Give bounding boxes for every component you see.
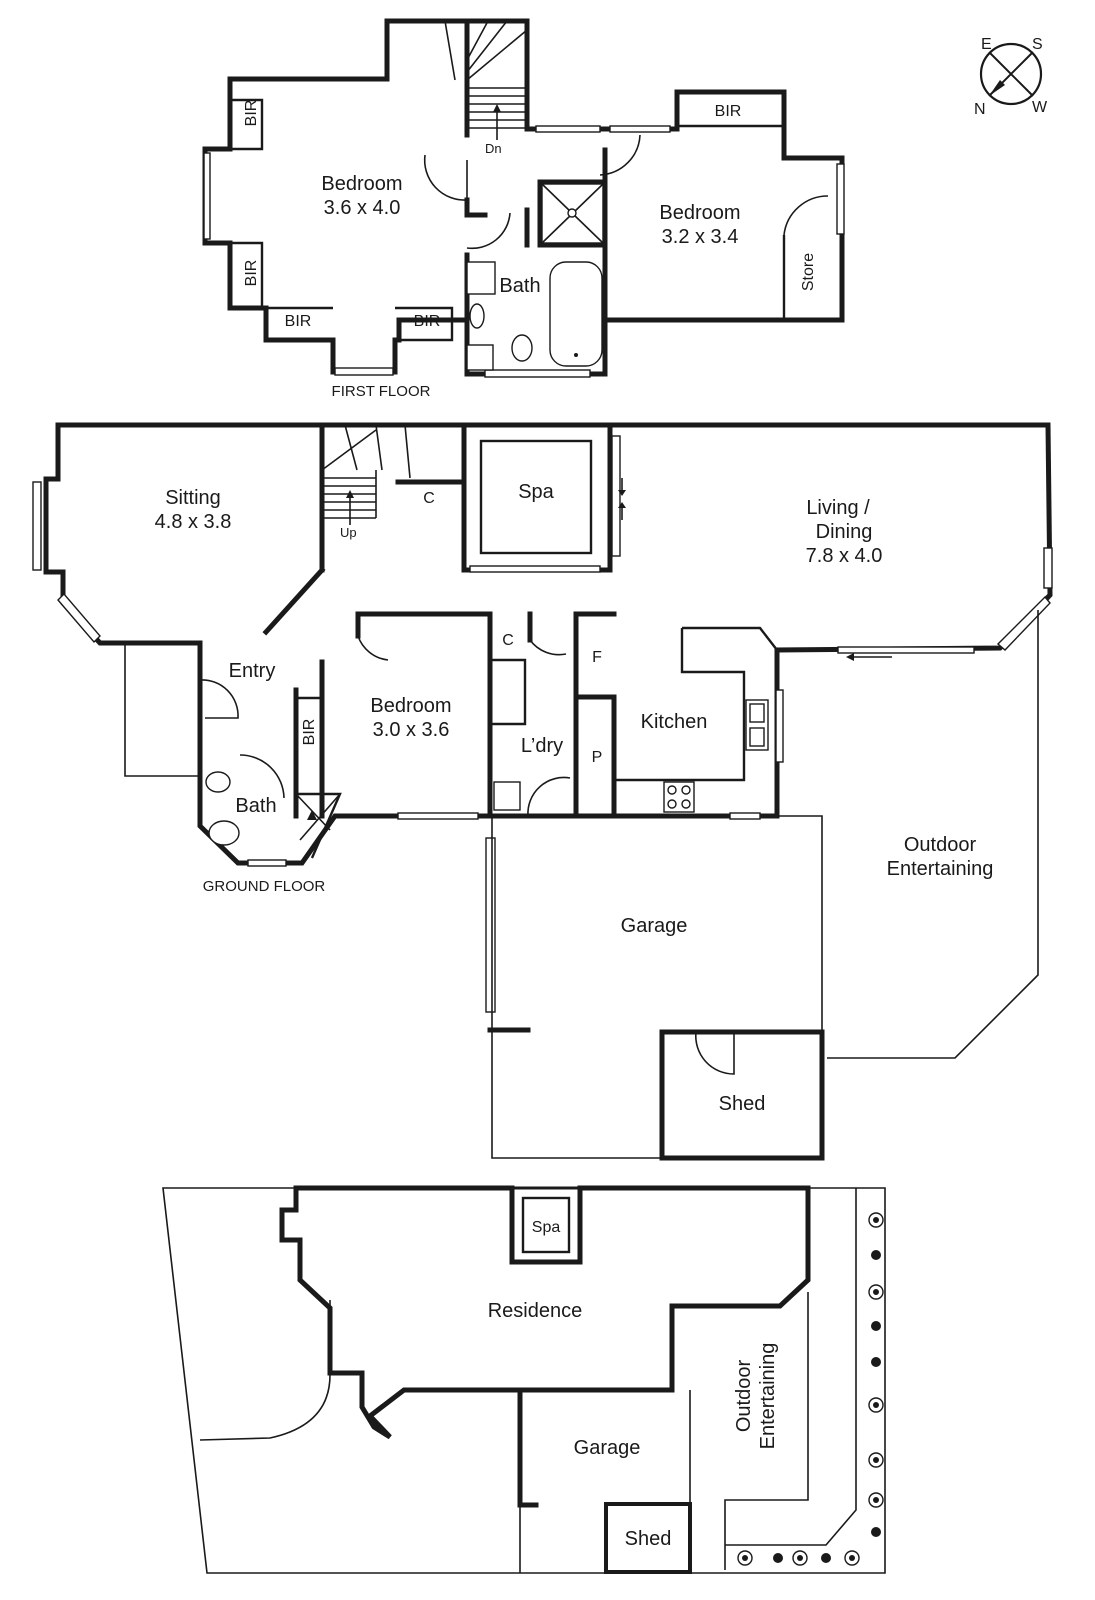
sitting-size: 4.8 x 3.8 [155, 511, 232, 533]
ground-floor-window [729, 812, 761, 820]
ground-floor-window [57, 592, 101, 644]
ground-floor-window [247, 859, 287, 867]
ground-bedroom-size: 3.0 x 3.6 [373, 719, 450, 741]
first-floor-window [203, 152, 211, 240]
first-floor-bath-label: Bath [499, 275, 540, 297]
garage-door [485, 837, 496, 1013]
sitting-label: Sitting [165, 487, 221, 509]
compass-south: S [1032, 36, 1043, 53]
outdoor-label-1: Outdoor [904, 834, 977, 856]
cabinet-icon [466, 344, 494, 371]
bir-label: BIR [715, 103, 742, 120]
bir-label: BIR [243, 260, 260, 287]
cupboard-label: C [502, 632, 514, 649]
compass-west: W [1032, 99, 1048, 116]
bedroom1-size: 3.6 x 4.0 [324, 197, 401, 219]
kitchen-label: Kitchen [641, 711, 708, 733]
site-outdoor-label-line1: Outdoor [733, 1360, 755, 1433]
entry-label: Entry [229, 660, 276, 682]
living-size: 7.8 x 4.0 [806, 545, 883, 567]
shed-label: Shed [719, 1093, 766, 1115]
first-floor-window [334, 367, 394, 376]
bir-label: BIR [243, 100, 260, 127]
ground-floor-window [775, 689, 784, 763]
fridge-label: F [592, 649, 602, 666]
garden-plants [737, 1212, 884, 1566]
ground-floor-stairs: Up [321, 424, 411, 540]
compass-east: E [981, 36, 992, 53]
ground-floor-caption: GROUND FLOOR [203, 878, 326, 895]
bir-label: BIR [414, 313, 441, 330]
first-floor-window [609, 125, 671, 133]
laundry-label: L’dry [521, 735, 563, 757]
cupboard-label: C [423, 490, 435, 507]
ground-floor-window [996, 595, 1051, 651]
toilet-icon [511, 334, 533, 362]
compass-north: N [974, 101, 986, 118]
ground-floor-window [469, 565, 601, 573]
bedroom2-label: Bedroom [659, 202, 740, 224]
ground-floor-window [611, 435, 621, 557]
first-floor-stairs: Dn [444, 20, 528, 156]
basin-icon [469, 303, 485, 329]
living-label-1: Living / [806, 497, 870, 519]
cooktop-icon [663, 781, 695, 813]
spa-icon [479, 439, 593, 555]
ground-floor-plan: Up [32, 422, 1053, 1161]
site-outdoor-label-line2: Entertaining [757, 1343, 779, 1450]
ground-floor-window [32, 481, 42, 571]
site-garage-label: Garage [574, 1437, 641, 1459]
laundry-tub-icon [493, 781, 521, 811]
site-spa-label: Spa [532, 1219, 561, 1236]
site-residence-label: Residence [488, 1300, 583, 1322]
ground-bedroom-label: Bedroom [370, 695, 451, 717]
spa-label: Spa [518, 481, 554, 503]
store-label: Store [800, 253, 817, 291]
bathtub-icon [549, 261, 603, 367]
first-floor-window [836, 163, 845, 235]
bedroom1-label: Bedroom [321, 173, 402, 195]
living-label-2: Dining [816, 521, 873, 543]
vanity-icon [466, 261, 496, 295]
first-floor-plan: Dn Bedroom 3.6 x 4.0 Bedroom [202, 18, 845, 400]
pantry-label: P [592, 749, 603, 766]
first-floor-window [484, 369, 591, 378]
site-shed-label: Shed [625, 1528, 672, 1550]
outdoor-label-2: Entertaining [887, 858, 994, 880]
toilet-icon [205, 771, 231, 793]
first-floor-caption: FIRST FLOOR [332, 383, 431, 400]
stairs-down-label: Dn [485, 141, 502, 156]
bir-label: BIR [301, 719, 318, 746]
ground-bath-label: Bath [235, 795, 276, 817]
basin-icon [208, 820, 240, 846]
ground-floor-window [1043, 547, 1053, 589]
sliding-door [837, 646, 975, 654]
bir-label: BIR [285, 313, 312, 330]
stairs-up-label: Up [340, 525, 357, 540]
garage-label: Garage [621, 915, 688, 937]
compass: E S N W [974, 36, 1048, 118]
bedroom2-size: 3.2 x 3.4 [662, 226, 739, 248]
first-floor-window [535, 125, 601, 133]
ground-floor-window [397, 812, 479, 820]
